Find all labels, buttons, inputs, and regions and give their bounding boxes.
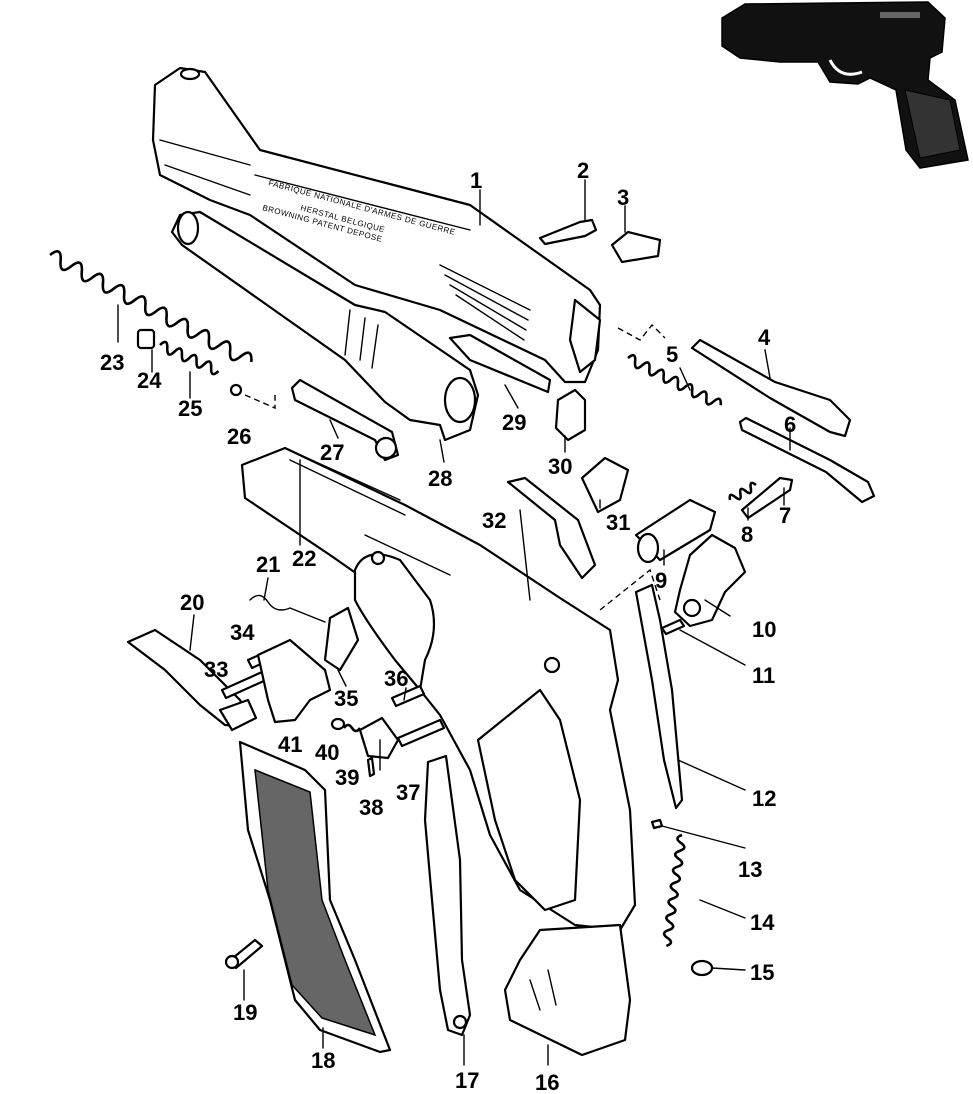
magazine-part [503,923,632,1057]
rod-part [738,416,876,504]
label-25: 25 [178,396,202,421]
label-28: 28 [428,466,452,491]
extractor-part [554,388,587,442]
firing-pin-spring-part [627,353,723,406]
label-39: 39 [335,765,359,790]
grip-panel-part [238,740,392,1054]
label-24: 24 [137,368,162,393]
recoil-buffer-part [136,328,156,350]
catch-pin-part [366,756,376,778]
detent-ball-part [229,383,243,397]
magazine-catch-part [358,716,400,760]
firing-pin-part [690,338,852,438]
label-19: 19 [233,1000,257,1025]
trigger-part [323,606,360,672]
label-1: 1 [470,168,482,193]
sear-part [256,638,332,724]
label-20: 20 [180,590,204,615]
label-30: 30 [548,454,572,479]
spring-part [728,481,757,501]
catch-spring-part [342,723,362,733]
magazine-safety-part [423,754,472,1037]
label-14: 14 [750,910,775,935]
safety-pin-part [220,670,268,700]
rear-sight-pin-part [538,218,598,246]
leader-lines [117,179,791,1066]
label-35: 35 [334,686,358,711]
slide-stop-spring-part [448,333,552,394]
spring-washer-part [690,959,714,977]
label-16: 16 [535,1070,559,1094]
trigger-bar-part [634,583,684,810]
rear-sight-part [610,230,662,264]
recoil-spring-part [49,250,253,363]
sear-spring-part [249,594,326,623]
label-27: 27 [320,440,344,465]
plunger-part [634,498,717,564]
label-40: 40 [315,740,339,765]
label-21: 21 [256,552,280,577]
label-17: 17 [455,1068,479,1093]
buffer-spring-part [159,340,220,376]
label-36: 36 [384,666,408,691]
label-10: 10 [752,617,776,642]
label-31: 31 [606,510,630,535]
part-number-labels: 1 2 3 4 5 6 7 8 9 10 11 12 13 14 15 16 1… [100,158,796,1094]
label-15: 15 [750,960,774,985]
sear-lever-part [580,456,630,514]
label-18: 18 [311,1048,335,1073]
label-37: 37 [396,780,420,805]
hammer-pin-part [660,618,686,636]
label-13: 13 [738,857,762,882]
label-32: 32 [482,508,506,533]
mainspring-part [662,833,686,948]
label-5: 5 [666,342,678,367]
barrel-part [170,210,480,442]
catch-plunger-part [330,717,346,731]
label-2: 2 [577,158,589,183]
frame-part [240,446,637,932]
recoil-spring-guide-part [290,378,400,462]
pistol-inset-image [721,1,969,169]
sear-pin-part [740,476,794,520]
label-22: 22 [292,546,316,571]
label-12: 12 [752,786,776,811]
label-33: 33 [204,657,228,682]
small-pin-part [650,818,664,830]
label-7: 7 [779,503,791,528]
label-9: 9 [655,568,667,593]
label-38: 38 [359,795,383,820]
ejector-part [506,476,597,580]
label-3: 3 [617,185,629,210]
label-34: 34 [230,620,255,645]
label-23: 23 [100,350,124,375]
label-4: 4 [758,325,771,350]
label-41: 41 [278,732,302,757]
label-29: 29 [502,410,526,435]
label-26: 26 [227,424,251,449]
label-6: 6 [784,412,796,437]
trigger-pin-part [390,684,426,708]
label-8: 8 [741,522,753,547]
label-11: 11 [752,663,775,688]
